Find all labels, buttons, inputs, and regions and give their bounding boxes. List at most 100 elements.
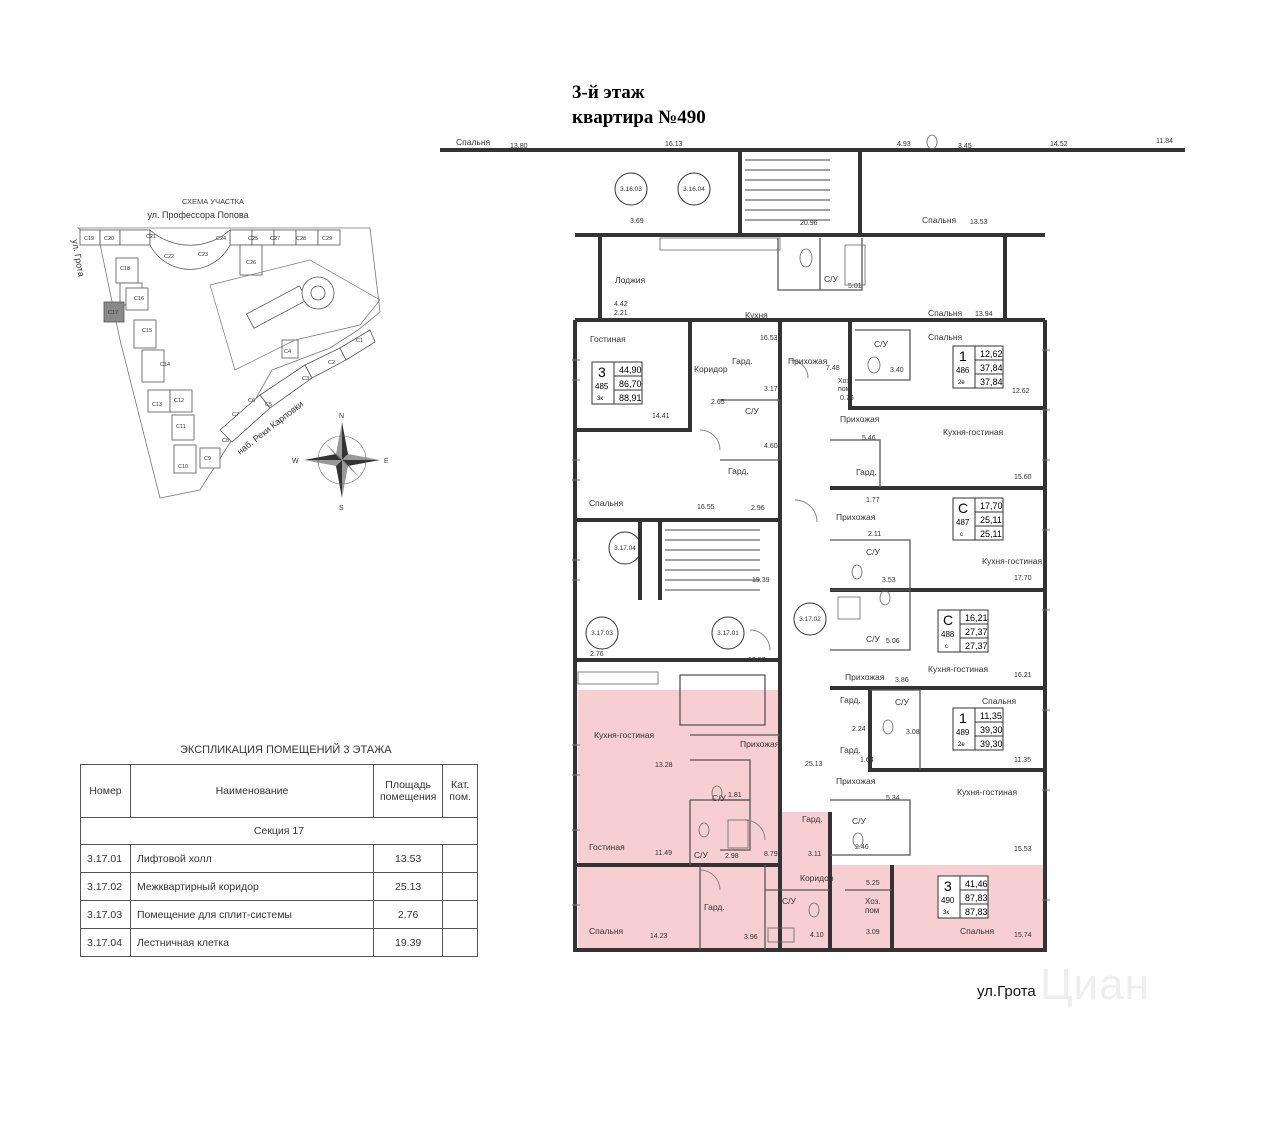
apartment-label: квартира №490 — [572, 107, 706, 128]
street-top-label: ул. Профессора Попова — [147, 210, 248, 220]
room-label: Хоз. — [838, 378, 852, 385]
street-label: ул.Грота — [977, 983, 1036, 1000]
table-row: 3.17.04 Лестничная клетка 19.39 — [80, 928, 478, 957]
area-label: 13.53 — [748, 657, 766, 664]
area-label: 25.13 — [805, 761, 823, 768]
svg-text:С24: С24 — [216, 236, 226, 242]
floor-label: 3-й этаж — [572, 82, 645, 103]
svg-text:С13: С13 — [152, 402, 162, 408]
area-label: 14.41 — [652, 413, 670, 420]
circle-label: 3.17.01 — [717, 630, 739, 637]
area-label: 13.28 — [655, 762, 673, 769]
svg-text:1: 1 — [959, 710, 967, 726]
area-label: 16.13 — [665, 141, 683, 148]
area-label: 2.21 — [614, 310, 628, 317]
room-label: С/У — [874, 339, 889, 349]
svg-text:С17: С17 — [108, 310, 118, 316]
area-label: 4.60 — [764, 443, 778, 450]
row-category — [442, 928, 478, 957]
room-label: Коридор — [694, 364, 728, 374]
area-label: 11.84 — [1156, 138, 1173, 145]
svg-text:12,62: 12,62 — [980, 349, 1003, 359]
area-label: 13.94 — [975, 311, 993, 318]
area-label: 16.53 — [760, 335, 778, 342]
area-label: 5.06 — [886, 638, 900, 645]
area-label: 2.46 — [855, 844, 869, 851]
area-label: 5.34 — [886, 795, 900, 802]
table-row: 3.17.01 Лифтовой холл 13.53 — [80, 844, 478, 873]
svg-text:С12: С12 — [174, 398, 184, 404]
svg-text:37,84: 37,84 — [980, 363, 1003, 373]
area-label: 3.45 — [958, 143, 972, 150]
doors — [699, 359, 818, 891]
room-label: Спальня — [456, 137, 491, 147]
room-label: Спальня — [922, 215, 957, 225]
room-labels: Спальня 13.80 16.13 4.93 3.45 14.52 11.8… — [456, 137, 1173, 941]
svg-text:С20: С20 — [104, 236, 114, 242]
site-scheme-title: СХЕМА УЧАСТКА — [182, 197, 244, 206]
svg-text:490: 490 — [941, 896, 955, 905]
area-label: 3.69 — [630, 218, 644, 225]
svg-text:С27: С27 — [270, 236, 280, 242]
row-category — [442, 900, 478, 929]
room-label: Гард. — [856, 467, 877, 477]
compass-icon: N E S W — [292, 413, 389, 512]
area-label: 3.96 — [744, 934, 758, 941]
svg-text:39,30: 39,30 — [980, 739, 1003, 749]
room-label: Гард. — [704, 902, 725, 912]
area-label: 11.35 — [1014, 757, 1031, 764]
svg-text:88,91: 88,91 — [619, 393, 642, 403]
svg-text:488: 488 — [941, 630, 955, 639]
room-label: Спальня — [928, 332, 963, 342]
area-label: 5.46 — [862, 435, 876, 442]
row-number: 3.17.02 — [80, 872, 131, 901]
area-label: 3.11 — [808, 851, 821, 858]
svg-text:2е: 2е — [958, 380, 965, 386]
row-name: Лестничная клетка — [130, 928, 374, 957]
site-scheme: СХЕМА УЧАСТКА ул. Профессора Попова ул. … — [70, 197, 389, 512]
room-label: Лоджия — [615, 275, 646, 285]
area-label: 15.60 — [1014, 474, 1032, 481]
svg-text:С23: С23 — [198, 252, 208, 258]
svg-text:С19: С19 — [84, 236, 94, 242]
plan-title: 3-й этаж квартира №490 — [572, 80, 706, 130]
svg-text:86,70: 86,70 — [619, 379, 642, 389]
header-category: Кат.пом. — [442, 764, 478, 818]
room-label: С/У — [866, 634, 881, 644]
svg-text:17,70: 17,70 — [980, 501, 1003, 511]
svg-text:2е: 2е — [958, 742, 965, 748]
area-label: 20.96 — [800, 220, 818, 227]
room-label: пом — [865, 906, 879, 915]
area-label: 4.42 — [614, 301, 628, 308]
room-label: С/У — [866, 547, 881, 557]
room-label: Прихожая — [788, 356, 828, 366]
svg-text:27,37: 27,37 — [965, 627, 988, 637]
svg-text:С22: С22 — [164, 254, 174, 260]
room-label: Кухня-гостиная — [982, 556, 1043, 566]
svg-text:С28: С28 — [296, 236, 306, 242]
area-label: 1.77 — [866, 497, 880, 504]
area-label: 5.01 — [848, 283, 862, 290]
area-label: 16.55 — [697, 504, 715, 511]
round-building — [301, 276, 335, 310]
room-label: С/У — [712, 793, 727, 803]
room-label: Гостиная — [589, 842, 625, 852]
sections-top-row — [79, 229, 341, 276]
area-label: 5.25 — [866, 880, 880, 887]
circle-label: 3.17.02 — [799, 616, 821, 623]
area-label: 19.39 — [752, 577, 770, 584]
area-label: 2.65 — [711, 399, 725, 406]
inner-walls — [679, 238, 921, 950]
svg-text:с: с — [945, 644, 948, 650]
area-label: 14.52 — [1050, 141, 1068, 148]
header-number: Номер — [80, 764, 131, 818]
room-label: Спальня — [589, 926, 624, 936]
room-label: С/У — [694, 850, 709, 860]
room-label: Гард. — [802, 814, 823, 824]
row-area: 2.76 — [372, 900, 444, 929]
area-label: 13.53 — [970, 219, 988, 226]
svg-text:С9: С9 — [204, 456, 211, 462]
